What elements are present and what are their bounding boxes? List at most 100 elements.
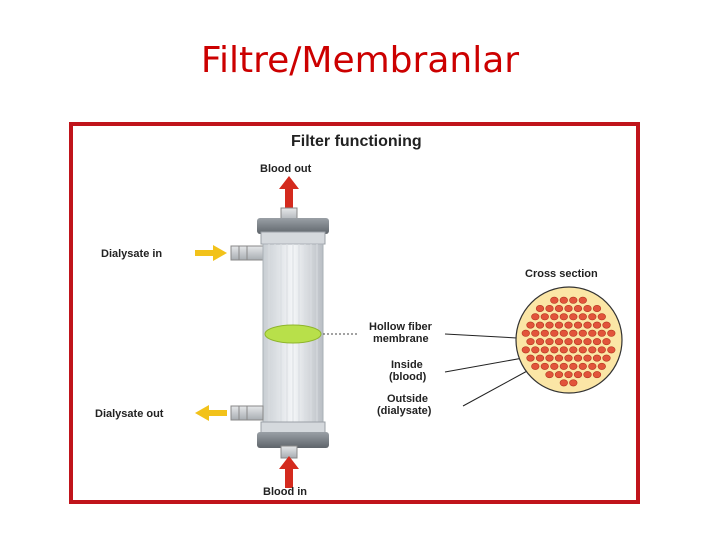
fiber-dot [559, 362, 568, 370]
fiber-dot [578, 296, 587, 304]
fiber-dot [531, 346, 540, 354]
fiber-dot [578, 313, 587, 321]
fiber-dot [588, 313, 597, 321]
cross-section-circle [515, 286, 623, 394]
fiber-dot [531, 329, 540, 337]
fiber-dot [521, 329, 530, 337]
fiber-dot [535, 305, 545, 313]
fiber-dot [550, 329, 559, 337]
fiber-dot [569, 296, 578, 304]
fiber-dot [597, 329, 606, 337]
fiber-dot [573, 321, 583, 329]
fiber-dot [592, 371, 602, 379]
hollow-fiber-label-line1: Hollow fiber [369, 321, 433, 333]
fiber-dot [597, 313, 606, 321]
blood-out-label: Blood out [260, 163, 312, 175]
fiber-dot [535, 354, 545, 362]
fiber-dot [597, 346, 606, 354]
fiber-dot [540, 313, 549, 321]
hollow-fiber-label-line2: membrane [373, 333, 429, 345]
fiber-dot [559, 313, 568, 321]
outside-label-line1: Outside [387, 393, 428, 405]
cross-section-label: Cross section [525, 268, 598, 280]
fiber-dot [597, 362, 606, 370]
fiber-dot [545, 338, 554, 346]
membrane-highlight [264, 324, 322, 344]
blood-in-arrow [279, 456, 299, 488]
fiber-dot [550, 313, 559, 321]
fiber-dot [607, 346, 616, 354]
fiber-dot [554, 338, 564, 346]
dialysate-out-arrow [195, 405, 227, 421]
fiber-dot [559, 329, 568, 337]
fiber-dot [564, 305, 573, 313]
fiber-dot [602, 354, 611, 362]
fiber-dot [569, 329, 578, 337]
diagram-title: Filter functioning [291, 133, 422, 150]
fiber-dot [535, 321, 545, 329]
fiber-dot [559, 379, 568, 387]
fiber-dot [535, 338, 545, 346]
fiber-dot [526, 338, 535, 346]
top-cap [257, 218, 329, 245]
dialysate-in-arrow [195, 245, 227, 261]
fiber-dot [592, 305, 602, 313]
fiber-dot [573, 354, 583, 362]
fiber-dot [583, 321, 592, 329]
fiber-dot [607, 329, 616, 337]
bottom-cap [257, 421, 329, 448]
fiber-dot [583, 354, 592, 362]
fiber-dot [592, 321, 602, 329]
fiber-dot [545, 321, 554, 329]
fiber-dot [569, 313, 578, 321]
dialysate-in-label: Dialysate in [101, 248, 162, 260]
fiber-dot [559, 296, 568, 304]
fiber-dot [583, 305, 592, 313]
fiber-dot [545, 305, 554, 313]
fiber-dot [564, 321, 573, 329]
fiber-dot [588, 346, 597, 354]
fiber-dot [564, 354, 573, 362]
fiber-dot [573, 371, 583, 379]
fiber-dot [550, 362, 559, 370]
fiber-dot [569, 346, 578, 354]
fiber-dot [550, 346, 559, 354]
fiber-dot [569, 362, 578, 370]
fiber-dot [559, 346, 568, 354]
fiber-dot [602, 338, 611, 346]
fiber-dot [583, 371, 592, 379]
fiber-dot [526, 321, 535, 329]
fiber-dot [578, 329, 587, 337]
dialysate-in-port [230, 245, 264, 261]
fiber-dot [554, 305, 564, 313]
fiber-dot [545, 371, 554, 379]
cross-section-leader-lines [444, 333, 530, 407]
fiber-dot [554, 321, 564, 329]
fiber-dot [569, 379, 578, 387]
filter-diagram: Filter functioning Blood out Dialysate i… [95, 133, 623, 498]
fiber-dot [531, 313, 540, 321]
diagram-frame: Filter functioning Blood out Dialysate i… [69, 122, 640, 504]
fiber-dot [592, 354, 602, 362]
fiber-dot [602, 321, 611, 329]
fiber-dot [554, 354, 564, 362]
fiber-dot [578, 346, 587, 354]
fiber-dot [550, 296, 559, 304]
blood-out-arrow [279, 176, 299, 208]
fiber-dot [578, 362, 587, 370]
inside-label-line1: Inside [391, 359, 423, 371]
dialysate-out-label: Dialysate out [95, 408, 164, 420]
fiber-dot [564, 338, 573, 346]
fiber-dot [540, 362, 549, 370]
blood-in-label: Blood in [263, 486, 307, 498]
fiber-dot [540, 346, 549, 354]
slide-title: Filtre/Membranlar [200, 40, 520, 81]
fiber-dot [588, 329, 597, 337]
outside-label-line2: (dialysate) [377, 405, 432, 417]
fiber-dot [526, 354, 535, 362]
fiber-dot [564, 371, 573, 379]
fiber-dot [573, 305, 583, 313]
dialysate-out-port [230, 405, 264, 421]
fiber-dot [592, 338, 602, 346]
fiber-dot [583, 338, 592, 346]
